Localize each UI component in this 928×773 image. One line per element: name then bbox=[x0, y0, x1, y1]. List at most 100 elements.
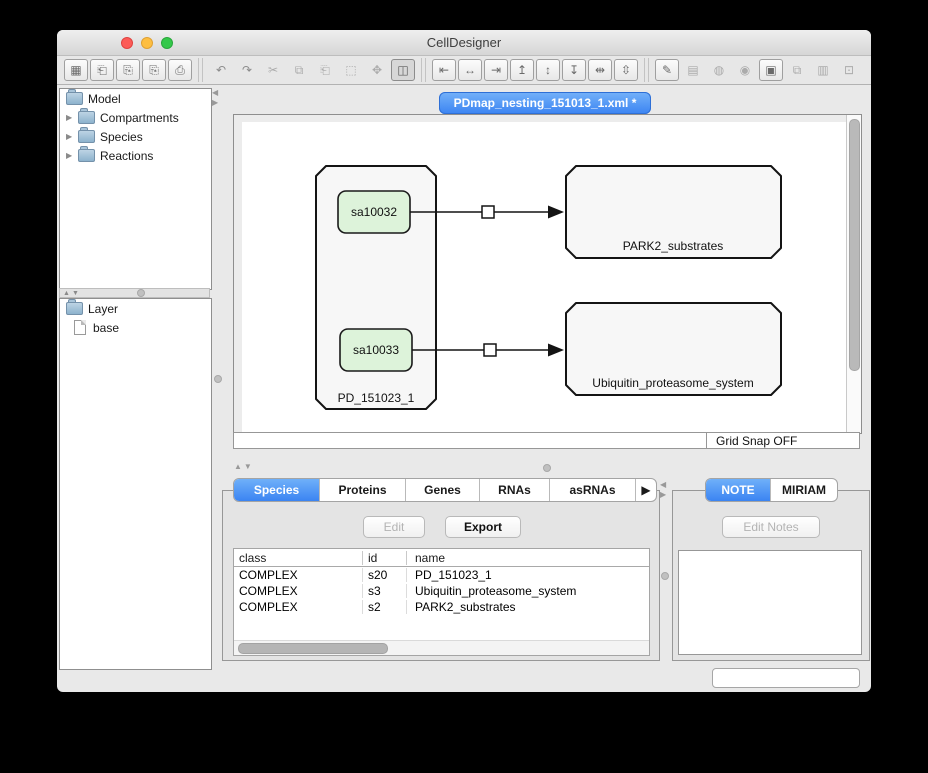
gene-list-view-button[interactable]: ▥ bbox=[811, 59, 835, 81]
diagram-canvas[interactable]: PD_151023_1 sa10032 sa10033 bbox=[233, 114, 862, 434]
complex-node-label: Ubiquitin_proteasome_system bbox=[592, 376, 753, 390]
new-model-button[interactable]: ▦ bbox=[64, 59, 88, 81]
splitter-grip[interactable] bbox=[137, 289, 145, 297]
disclosure-triangle-icon[interactable]: ▶ bbox=[66, 151, 78, 160]
align-bottom-button[interactable]: ↧ bbox=[562, 59, 586, 81]
document-tab-label: PDmap_nesting_151013_1.xml * bbox=[454, 96, 637, 110]
align-center-horizontal-button[interactable]: ↔ bbox=[458, 59, 482, 81]
notes-view-button[interactable]: ▣ bbox=[759, 59, 783, 81]
table-row[interactable]: COMPLEX s20 PD_151023_1 bbox=[234, 567, 649, 583]
horizontal-splitter-grip[interactable] bbox=[543, 464, 551, 472]
collapse-down-icon[interactable]: ▼ bbox=[244, 462, 252, 471]
edit-button-label: Edit bbox=[384, 520, 405, 534]
collapse-left-icon[interactable]: ◀ bbox=[212, 88, 218, 98]
collapse-left-icon[interactable]: ◀ bbox=[660, 480, 666, 490]
align-left-button[interactable]: ⇤ bbox=[432, 59, 456, 81]
tab-proteins[interactable]: Proteins bbox=[320, 479, 406, 501]
tree-label: Species bbox=[100, 130, 143, 144]
edit-notes-button[interactable]: Edit Notes bbox=[722, 516, 820, 538]
collapse-down-icon[interactable]: ▼ bbox=[72, 290, 79, 297]
species-panel-tabs: Species Proteins Genes RNAs asRNAs ▶ bbox=[233, 478, 657, 502]
align-middle-vertical-button[interactable]: ↕ bbox=[536, 59, 560, 81]
select-all-button[interactable]: ⬚ bbox=[339, 59, 363, 81]
alias-view-button[interactable]: ◍ bbox=[707, 59, 731, 81]
collapse-up-icon[interactable]: ▲ bbox=[63, 290, 70, 297]
tab-rnas[interactable]: RNAs bbox=[480, 479, 550, 501]
canvas-page[interactable]: PD_151023_1 sa10032 sa10033 bbox=[242, 122, 846, 433]
tree-item-base[interactable]: base bbox=[60, 318, 211, 337]
tab-label: MIRIAM bbox=[782, 483, 826, 497]
redo-button[interactable]: ↷ bbox=[235, 59, 259, 81]
collapse-right-icon[interactable]: ▶ bbox=[660, 490, 666, 500]
column-header-name[interactable]: name bbox=[407, 551, 649, 565]
complex-alias-view-button[interactable]: ◉ bbox=[733, 59, 757, 81]
birds-eye-view-button[interactable]: ◫ bbox=[391, 59, 415, 81]
table-row[interactable]: COMPLEX s2 PARK2_substrates bbox=[234, 599, 649, 615]
undo-button[interactable]: ↶ bbox=[209, 59, 233, 81]
tab-genes[interactable]: Genes bbox=[406, 479, 480, 501]
table-horizontal-scrollbar[interactable] bbox=[234, 640, 649, 655]
cut-button[interactable]: ✂ bbox=[261, 59, 285, 81]
title-bar[interactable]: CellDesigner bbox=[57, 30, 871, 56]
align-middle-vertical-icon: ↕ bbox=[545, 63, 551, 77]
edit-button[interactable]: Edit bbox=[363, 516, 425, 538]
folder-icon bbox=[78, 111, 95, 124]
export-button[interactable]: Export bbox=[445, 516, 521, 538]
distribute-vertical-icon: ⇳ bbox=[621, 63, 631, 77]
grab-mode-button[interactable]: ✥ bbox=[365, 59, 389, 81]
reaction-process-node[interactable] bbox=[482, 206, 494, 218]
note-text-area[interactable] bbox=[678, 550, 862, 655]
document-tab[interactable]: PDmap_nesting_151013_1.xml * bbox=[439, 92, 651, 114]
more-tabs-button[interactable]: ▶ bbox=[636, 479, 656, 501]
align-top-button[interactable]: ↥ bbox=[510, 59, 534, 81]
cell-class: COMPLEX bbox=[234, 568, 363, 582]
table-row[interactable]: COMPLEX s3 Ubiquitin_proteasome_system bbox=[234, 583, 649, 599]
tree-item-model[interactable]: Model bbox=[60, 89, 211, 108]
tree-splitter[interactable]: ▲ ▼ bbox=[59, 288, 210, 298]
new-model-icon: ▦ bbox=[70, 63, 81, 77]
disclosure-triangle-icon[interactable]: ▶ bbox=[66, 113, 78, 122]
collapse-up-icon[interactable]: ▲ bbox=[234, 462, 242, 471]
distribute-vertical-button[interactable]: ⇳ bbox=[614, 59, 638, 81]
align-right-button[interactable]: ⇥ bbox=[484, 59, 508, 81]
tab-asrnas[interactable]: asRNAs bbox=[550, 479, 636, 501]
paste-button[interactable]: ⎗ bbox=[313, 59, 337, 81]
align-bottom-icon: ↧ bbox=[569, 63, 579, 77]
tree-item-layer[interactable]: Layer bbox=[60, 299, 211, 318]
column-header-class[interactable]: class bbox=[234, 551, 363, 565]
layer-view-button[interactable]: ⊡ bbox=[837, 59, 861, 81]
canvas-vertical-scrollbar[interactable] bbox=[846, 115, 861, 433]
print-button[interactable]: ⎙ bbox=[168, 59, 192, 81]
bottom-panels-splitter-grip[interactable] bbox=[661, 572, 669, 580]
tab-species[interactable]: Species bbox=[234, 479, 320, 501]
horizontal-splitter[interactable]: ▲ ▼ bbox=[234, 462, 252, 471]
alias-view-icon: ◍ bbox=[714, 63, 724, 77]
tree-item-compartments[interactable]: ▶ Compartments bbox=[60, 108, 211, 127]
protein-list-view-button[interactable]: ⧉ bbox=[785, 59, 809, 81]
open-model-button[interactable]: ⎗ bbox=[90, 59, 114, 81]
distribute-horizontal-button[interactable]: ⇹ bbox=[588, 59, 612, 81]
align-left-icon: ⇤ bbox=[439, 63, 449, 77]
left-splitter-grip[interactable] bbox=[214, 375, 222, 383]
tree-item-species[interactable]: ▶ Species bbox=[60, 127, 211, 146]
reaction-process-node[interactable] bbox=[484, 344, 496, 356]
status-message-field[interactable] bbox=[712, 668, 860, 688]
copy-button[interactable]: ⧉ bbox=[287, 59, 311, 81]
disclosure-triangle-icon[interactable]: ▶ bbox=[66, 132, 78, 141]
scrollbar-thumb[interactable] bbox=[849, 119, 860, 371]
tab-miriam[interactable]: MIRIAM bbox=[771, 479, 837, 501]
save-model-button[interactable]: ⎘ bbox=[116, 59, 140, 81]
collapse-right-icon[interactable]: ▶ bbox=[212, 98, 218, 108]
complex-node-label: PD_151023_1 bbox=[338, 391, 415, 405]
species-list-view-button[interactable]: ▤ bbox=[681, 59, 705, 81]
tree-item-reactions[interactable]: ▶ Reactions bbox=[60, 146, 211, 165]
bottom-panels-splitter[interactable]: ◀ ▶ bbox=[660, 480, 666, 500]
scrollbar-thumb[interactable] bbox=[238, 643, 388, 654]
left-splitter[interactable]: ◀ ▶ bbox=[212, 88, 218, 108]
cell-id: s20 bbox=[363, 568, 407, 582]
paint-tool-button[interactable]: ✎ bbox=[655, 59, 679, 81]
save-model-as-button[interactable]: ⎘ bbox=[142, 59, 166, 81]
column-header-id[interactable]: id bbox=[363, 551, 407, 565]
tab-note[interactable]: NOTE bbox=[706, 479, 771, 501]
